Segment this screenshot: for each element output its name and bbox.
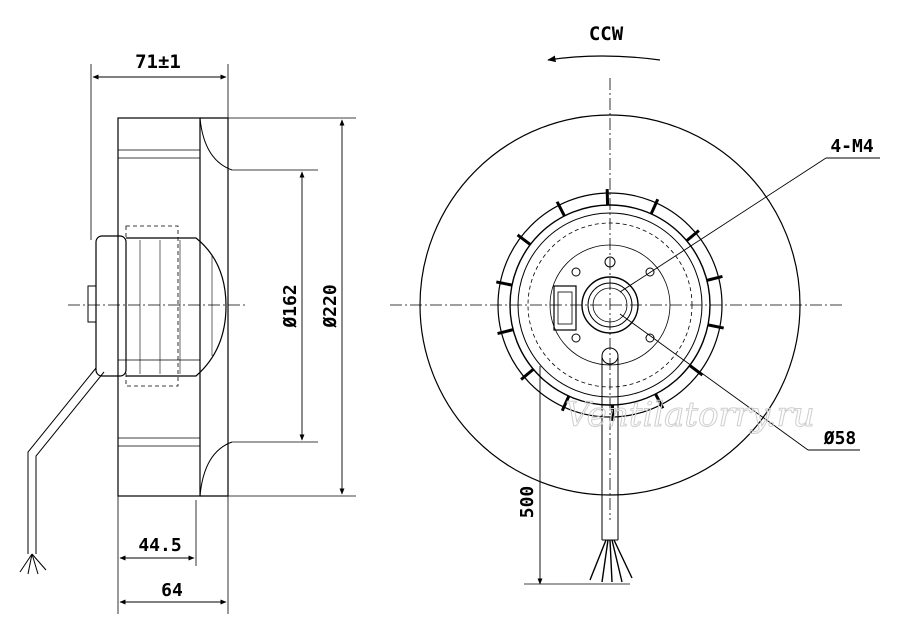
fin [520, 368, 535, 381]
dia-inner-label: Ø162 [280, 284, 301, 328]
screw-hole [571, 333, 581, 343]
width-top-label: 71±1 [135, 51, 181, 73]
screw-hole [645, 267, 655, 277]
rotation-label: CCW [589, 23, 624, 45]
cooling-fins [496, 188, 724, 422]
rotation-arrow-icon [547, 55, 661, 63]
fin [706, 274, 723, 282]
front-view: CCW 500 [390, 23, 880, 585]
watermark: Ventilatorry.ru [565, 395, 814, 435]
fin [685, 229, 700, 242]
cable-length-label: 500 [517, 486, 538, 519]
impeller-outline [419, 114, 801, 496]
screw-hole [645, 333, 655, 343]
fin [497, 328, 514, 336]
fin [555, 201, 566, 217]
hub [581, 276, 639, 334]
fin [707, 323, 724, 330]
dia-outer-label: Ø220 [320, 284, 341, 328]
screw-hole [571, 267, 581, 277]
depth-small-label: 44.5 [138, 535, 181, 556]
motor-housing [95, 235, 127, 377]
fin [560, 395, 571, 412]
fin [654, 393, 665, 409]
screws-label: 4-M4 [830, 136, 874, 157]
fin [688, 364, 704, 377]
connector-box [553, 285, 577, 331]
dia-hub-label: Ø58 [823, 428, 857, 449]
side-view: 71±1 [19, 51, 356, 614]
fin [496, 280, 513, 287]
fin [649, 198, 660, 215]
depth-total-label: 64 [161, 580, 183, 601]
fin [516, 233, 532, 246]
cable-wires [589, 539, 633, 583]
